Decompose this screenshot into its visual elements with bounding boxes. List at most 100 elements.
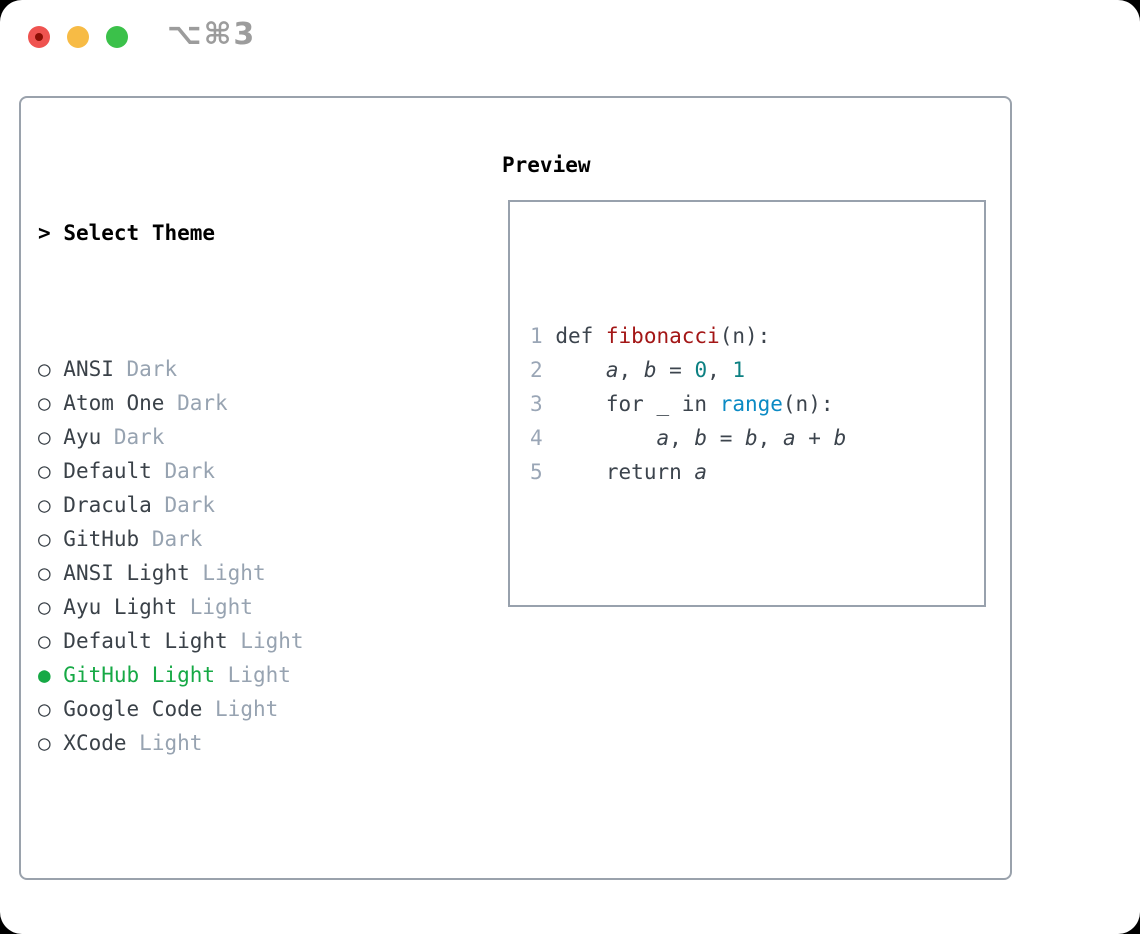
radio-unselected-icon: ○ (38, 527, 51, 551)
apply-to-section: Apply To ● User Settings○ Workspace Sett… (38, 896, 392, 934)
radio-unselected-icon: ○ (38, 459, 51, 483)
theme-option-dracula[interactable]: ○ Dracula Dark (38, 488, 392, 522)
theme-name: Atom One (50, 391, 178, 415)
code-token-fn: fibonacci (605, 324, 720, 348)
radio-unselected-icon: ○ (38, 629, 51, 653)
theme-variant-tag: Light (139, 731, 203, 755)
code-token-num: 1 (732, 358, 746, 382)
radio-unselected-icon: ○ (38, 357, 51, 381)
theme-option-ayu-light[interactable]: ○ Ayu Light Light (38, 590, 392, 624)
code-token-plain: for _ in (555, 392, 720, 416)
blank-line (530, 557, 984, 591)
theme-name: XCode (50, 731, 140, 755)
theme-option-atom-one[interactable]: ○ Atom One Dark (38, 386, 392, 420)
theme-name: Default Light (50, 629, 241, 653)
radio-unselected-icon: ○ (38, 493, 51, 517)
line-number: 2 (530, 358, 543, 382)
code-token-var: a (605, 358, 619, 382)
radio-unselected-icon: ○ (38, 595, 51, 619)
theme-variant-tag: Light (227, 663, 291, 687)
radio-unselected-icon: ○ (38, 731, 51, 755)
line-number: 3 (530, 392, 543, 416)
code-line: 5 return a (530, 455, 984, 489)
code-token-plain (555, 426, 656, 450)
radio-unselected-icon: ○ (38, 425, 51, 449)
code-token-var: a (656, 426, 670, 450)
theme-variant-tag: Dark (164, 459, 216, 483)
code-token-var: b (694, 426, 708, 450)
theme-variant-tag: Dark (164, 493, 216, 517)
theme-name: Dracula (50, 493, 165, 517)
code-token-plain: return (555, 460, 695, 484)
theme-option-default-light[interactable]: ○ Default Light Light (38, 624, 392, 658)
code-line: 4 a, b = b, a + b (530, 421, 984, 455)
theme-name: Ayu Light (50, 595, 190, 619)
code-token-builtin: range (719, 392, 783, 416)
theme-option-github[interactable]: ○ GitHub Dark (38, 522, 392, 556)
theme-variant-tag: Light (215, 697, 279, 721)
theme-option-ansi[interactable]: ○ ANSI Dark (38, 352, 392, 386)
theme-variant-tag: Light (240, 629, 304, 653)
theme-option-ansi-light[interactable]: ○ ANSI Light Light (38, 556, 392, 590)
code-token-var: b (833, 426, 847, 450)
theme-name: GitHub (50, 527, 152, 551)
code-token-plain: , (707, 358, 733, 382)
select-theme-title-text: Select Theme (63, 221, 216, 245)
theme-name: ANSI (50, 357, 127, 381)
close-button[interactable] (28, 26, 50, 48)
code-line: 2 a, b = 0, 1 (530, 353, 984, 387)
code-line: 3 for _ in range(n): (530, 387, 984, 421)
line-number: 5 (530, 460, 543, 484)
minimize-button[interactable] (67, 26, 89, 48)
zoom-button[interactable] (106, 26, 128, 48)
code-token-plain: def (555, 324, 606, 348)
code-token-plain: = (656, 358, 695, 382)
radio-selected-icon: ● (38, 663, 51, 687)
theme-option-google-code[interactable]: ○ Google Code Light (38, 692, 392, 726)
code-token-num: 0 (694, 358, 708, 382)
theme-variant-tag: Dark (113, 425, 165, 449)
code-token-var: a (694, 460, 708, 484)
theme-list-column: > Select Theme ○ ANSI Dark○ Atom One Dar… (38, 148, 392, 934)
close-button-dot (35, 33, 43, 41)
code-token-plain: , (669, 426, 695, 450)
theme-variant-tag: Dark (151, 527, 203, 551)
code-token-plain: , (618, 358, 644, 382)
theme-option-ayu[interactable]: ○ Ayu Dark (38, 420, 392, 454)
preview-title: Preview (502, 153, 591, 177)
line-number: 4 (530, 426, 543, 450)
radio-unselected-icon: ○ (38, 697, 51, 721)
radio-unselected-icon: ○ (38, 391, 51, 415)
code-token-plain: (n): (719, 324, 771, 348)
theme-name: ANSI Light (50, 561, 203, 585)
theme-name: Default (50, 459, 165, 483)
cursor-caret: > (38, 221, 51, 245)
code-line: 1 def fibonacci(n): (530, 319, 984, 353)
theme-variant-tag: Light (189, 595, 253, 619)
keyboard-shortcut-label: ⌥⌘3 (167, 17, 257, 52)
theme-option-xcode[interactable]: ○ XCode Light (38, 726, 392, 760)
code-token-var: b (643, 358, 657, 382)
theme-name: GitHub Light (50, 663, 228, 687)
theme-name: Ayu (50, 425, 114, 449)
code-token-plain (555, 358, 606, 382)
theme-name: Google Code (50, 697, 216, 721)
theme-variant-tag: Light (202, 561, 266, 585)
code-token-var: b (745, 426, 758, 450)
radio-unselected-icon: ○ (38, 561, 51, 585)
theme-list: ○ ANSI Dark○ Atom One Dark○ Ayu Dark○ De… (38, 352, 392, 760)
select-theme-title: > Select Theme (38, 216, 392, 250)
titlebar: ⌥⌘3 (0, 0, 1140, 70)
code-token-plain: , (757, 426, 783, 450)
theme-option-github-light[interactable]: ● GitHub Light Light (38, 658, 392, 692)
code-token-plain: + (795, 426, 834, 450)
code-token-plain: = (707, 426, 746, 450)
line-number: 1 (530, 324, 543, 348)
theme-option-default[interactable]: ○ Default Dark (38, 454, 392, 488)
theme-variant-tag: Dark (177, 391, 228, 415)
theme-picker-panel: > Select Theme ○ ANSI Dark○ Atom One Dar… (19, 96, 1012, 880)
code-token-var: a (782, 426, 796, 450)
